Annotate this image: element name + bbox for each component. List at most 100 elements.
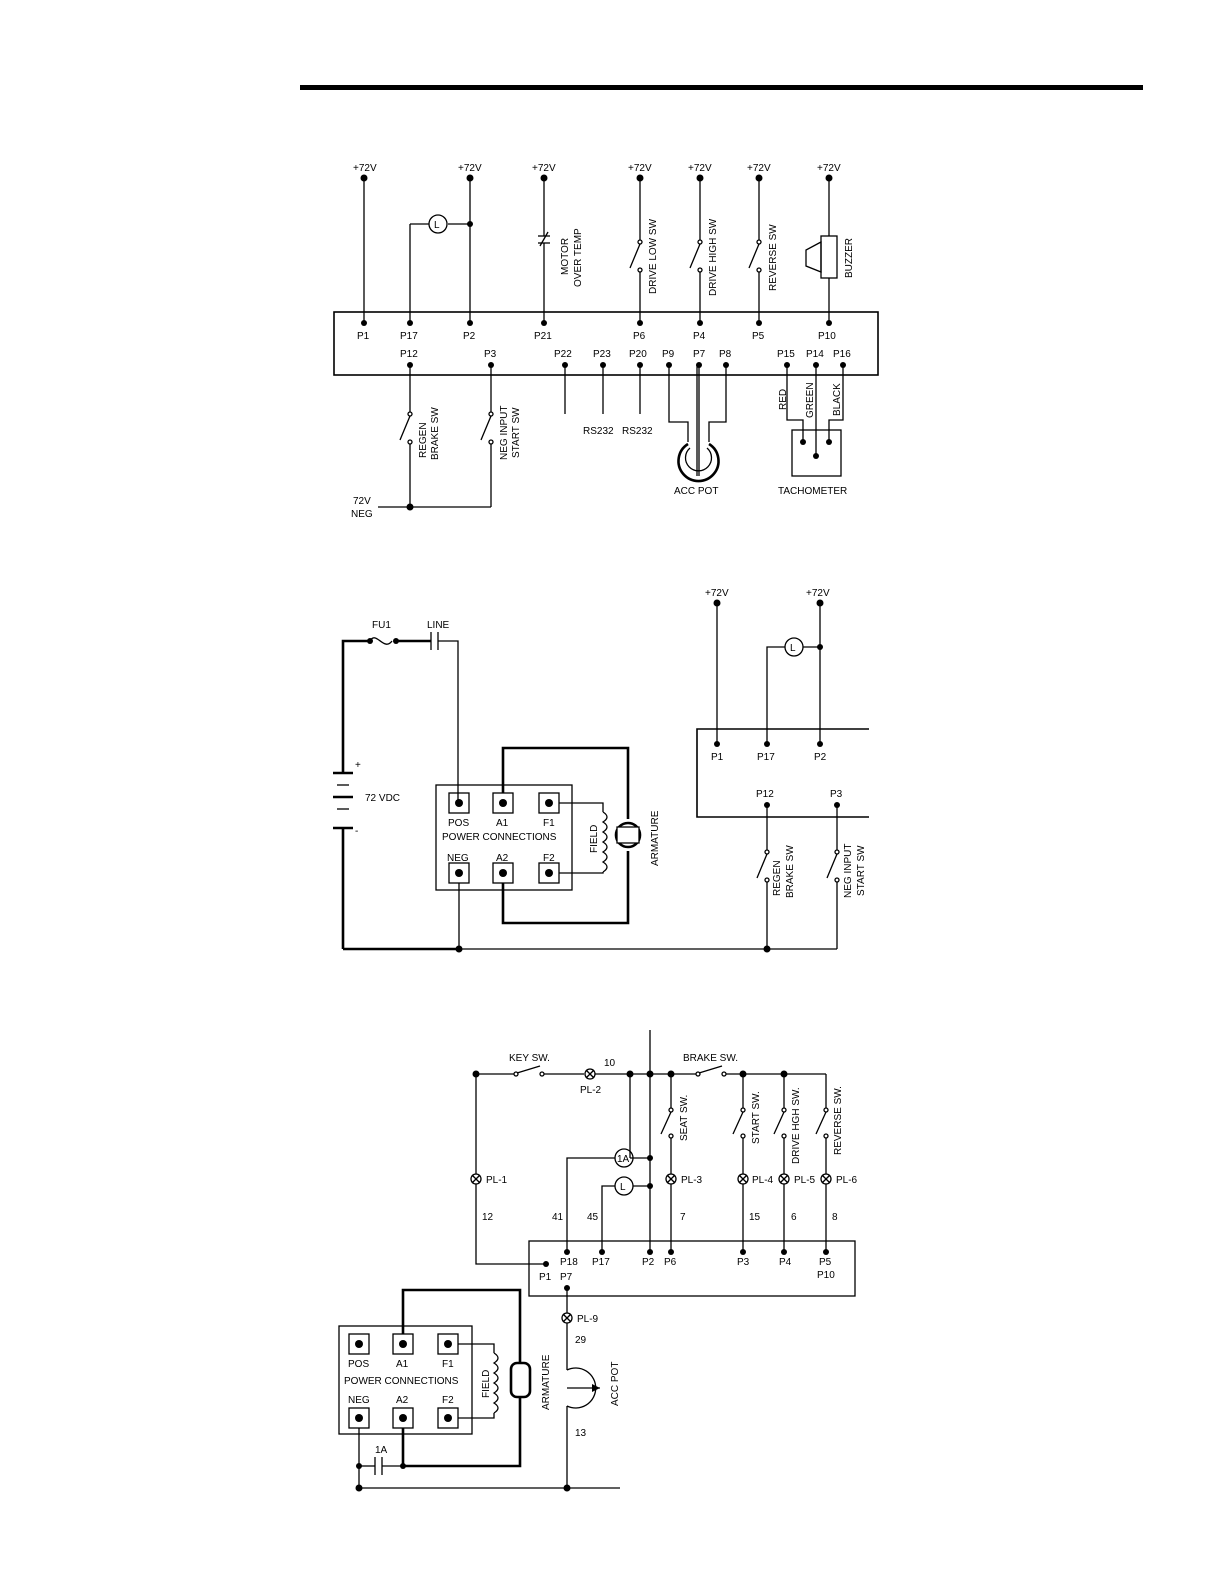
pilot-lamp-label: PL-6 bbox=[836, 1175, 858, 1186]
lamp-label: L bbox=[434, 220, 440, 231]
wire-number: 29 bbox=[575, 1335, 587, 1346]
buzzer-label: BUZZER bbox=[844, 238, 855, 278]
pin-label: P7 bbox=[560, 1272, 573, 1283]
pin-label: P5 bbox=[819, 1257, 832, 1268]
lamp-label: L bbox=[620, 1182, 626, 1193]
power-connections-label: POWER CONNECTIONS bbox=[442, 832, 557, 843]
pin-label: P14 bbox=[806, 349, 824, 360]
switch-icon bbox=[732, 1111, 744, 1135]
terminal-label: POS bbox=[448, 818, 469, 829]
drive-high-switch-label: DRIVE HIGH SW bbox=[708, 218, 719, 296]
reverse-switch-label: REVERSE SW. bbox=[833, 1086, 844, 1155]
terminal-icon bbox=[448, 792, 470, 814]
neg-input-switch-label: NEG INPUT bbox=[499, 406, 510, 460]
neg-input-switch-label: START SW bbox=[856, 845, 867, 896]
battery-minus-label: - bbox=[355, 826, 358, 837]
pin-label: P10 bbox=[818, 331, 836, 342]
tachometer-label: TACHOMETER bbox=[778, 486, 847, 497]
neg-input-switch-label: NEG INPUT bbox=[843, 844, 854, 898]
pin-label: P4 bbox=[779, 1257, 792, 1268]
terminal-label: A1 bbox=[496, 818, 509, 829]
pilot-lamp-label: PL-3 bbox=[681, 1175, 703, 1186]
supply-label: +72V bbox=[817, 163, 841, 174]
neg-input-switch-label: START SW bbox=[511, 407, 522, 458]
pin-label: P20 bbox=[629, 349, 647, 360]
pin-label: P12 bbox=[756, 789, 774, 800]
acc-pot-label: ACC POT bbox=[674, 486, 718, 497]
neg-label: NEG bbox=[351, 509, 373, 520]
key-switch-icon bbox=[516, 1065, 541, 1074]
diagram-key-switch-wiring: KEY SW. 10 PL-2 BRAKE SW. PL-1 12 1A L 4… bbox=[338, 1030, 858, 1492]
pin-label: P1 bbox=[357, 331, 370, 342]
pin-label: P17 bbox=[400, 331, 418, 342]
wire-number: 7 bbox=[680, 1212, 686, 1223]
switch-icon bbox=[826, 853, 838, 879]
controller-block bbox=[528, 1240, 856, 1297]
brake-switch-label: BRAKE SW. bbox=[683, 1053, 738, 1064]
supply-label: +72V bbox=[532, 163, 556, 174]
pin-label: P15 bbox=[777, 349, 795, 360]
supply-label: +72V bbox=[628, 163, 652, 174]
field-coil-icon bbox=[492, 1352, 499, 1414]
pin-label: P2 bbox=[642, 1257, 655, 1268]
pin-label: P3 bbox=[830, 789, 843, 800]
contactor-label: 1A bbox=[375, 1445, 388, 1456]
rs232-label: RS232 bbox=[583, 426, 614, 437]
pin-label: P4 bbox=[693, 331, 706, 342]
switch-icon bbox=[756, 853, 768, 879]
pin-label: P17 bbox=[757, 752, 775, 763]
pin-label: P3 bbox=[737, 1257, 750, 1268]
power-connections-label: POWER CONNECTIONS bbox=[344, 1376, 459, 1387]
armature-label: ARMATURE bbox=[650, 810, 661, 866]
fuse-label: FU1 bbox=[372, 620, 391, 631]
pin-label: P18 bbox=[560, 1257, 578, 1268]
pilot-lamp-label: PL-2 bbox=[580, 1085, 602, 1096]
brake-switch-icon bbox=[698, 1065, 723, 1074]
rs232-label: RS232 bbox=[622, 426, 653, 437]
battery-label: 72 VDC bbox=[365, 793, 400, 804]
terminal-label: A2 bbox=[496, 853, 509, 864]
power-connections-block bbox=[338, 1325, 473, 1435]
drive-low-switch-label: DRIVE LOW SW bbox=[648, 218, 659, 294]
wire-number: 15 bbox=[749, 1212, 761, 1223]
pin-label: P6 bbox=[633, 331, 646, 342]
terminal-label: F1 bbox=[442, 1359, 454, 1370]
pilot-lamp-label: PL-5 bbox=[794, 1175, 816, 1186]
armature-label: ARMATURE bbox=[541, 1354, 552, 1410]
battery-plus-label: + bbox=[355, 760, 361, 771]
potentiometer-icon bbox=[677, 442, 720, 483]
wire-number: 12 bbox=[482, 1212, 494, 1223]
wire-number: 41 bbox=[552, 1212, 564, 1223]
wire-color-label: RED bbox=[778, 389, 789, 410]
switch-icon bbox=[748, 243, 760, 269]
regen-brake-switch-label: REGEN bbox=[418, 422, 429, 458]
pin-label: P5 bbox=[752, 331, 765, 342]
fuse-icon bbox=[369, 637, 393, 645]
terminal-label: NEG bbox=[447, 853, 469, 864]
switch-icon bbox=[480, 415, 492, 441]
pin-label: P7 bbox=[693, 349, 706, 360]
supply-label: +72V bbox=[458, 163, 482, 174]
pilot-lamp-label: PL-1 bbox=[486, 1175, 508, 1186]
supply-label: +72V bbox=[353, 163, 377, 174]
pin-label: P23 bbox=[593, 349, 611, 360]
seat-switch-label: SEAT SW. bbox=[679, 1095, 690, 1141]
tachometer-icon bbox=[791, 429, 842, 477]
battery-icon bbox=[333, 771, 353, 830]
diagram-controller-inputs: +72V +72V +72V +72V +72V +72V +72V L MOT… bbox=[333, 163, 879, 520]
header-rule bbox=[300, 85, 1143, 90]
reverse-switch-label: REVERSE SW bbox=[768, 224, 779, 291]
pin-label: P21 bbox=[534, 331, 552, 342]
pin-label: P1 bbox=[711, 752, 724, 763]
pin-label: P9 bbox=[662, 349, 675, 360]
lamp-label: L bbox=[790, 643, 796, 654]
terminal-label: POS bbox=[348, 1359, 369, 1370]
pin-label: P2 bbox=[463, 331, 476, 342]
pin-label: P17 bbox=[592, 1257, 610, 1268]
regen-brake-switch-label: BRAKE SW bbox=[430, 407, 441, 460]
pin-label: P8 bbox=[719, 349, 732, 360]
line-label: LINE bbox=[427, 620, 450, 631]
neg-label: 72V bbox=[353, 496, 371, 507]
regen-brake-switch-label: BRAKE SW bbox=[785, 845, 796, 898]
